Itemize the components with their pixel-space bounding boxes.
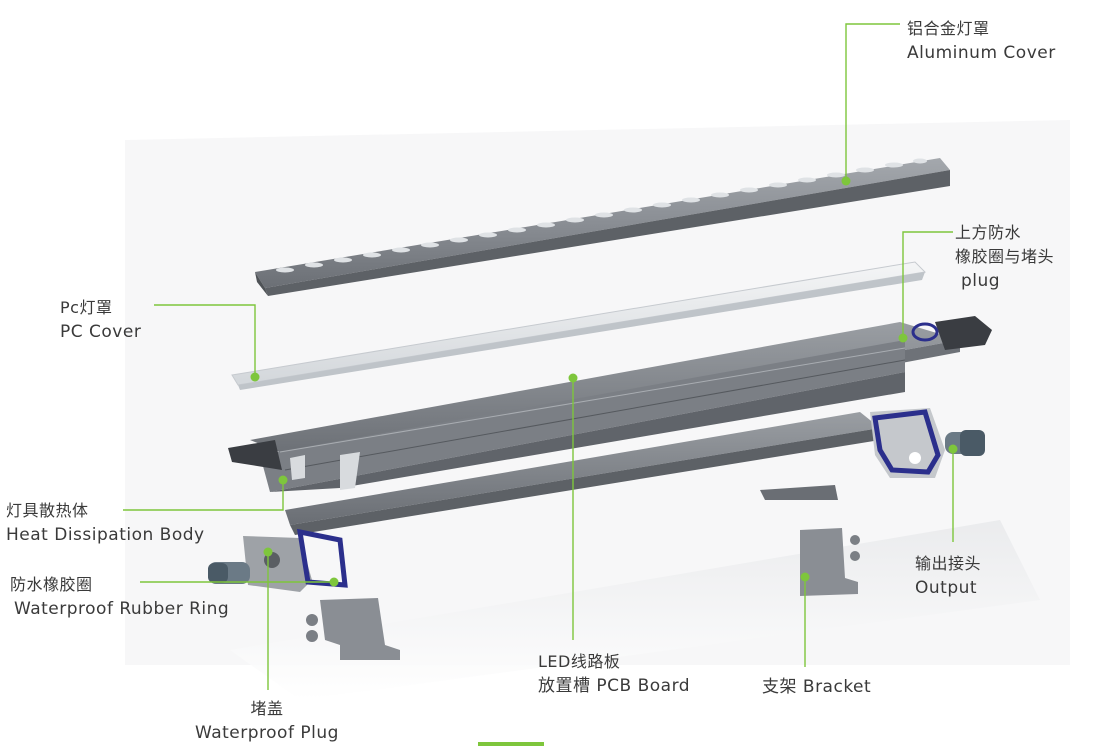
label-top-plug: 上方防水 橡胶圈与堵头 plug bbox=[955, 221, 1054, 293]
label-output: 输出接头 Output bbox=[915, 552, 981, 600]
leader-top-plug bbox=[902, 231, 953, 338]
aluminum-cover-part bbox=[255, 158, 950, 296]
label-heat-body-en: Heat Dissipation Body bbox=[6, 525, 205, 545]
label-pc-cover-zh: Pc灯罩 bbox=[60, 298, 113, 317]
label-aluminum-cover-en: Aluminum Cover bbox=[907, 43, 1056, 63]
dot-output bbox=[948, 444, 958, 454]
label-pc-cover-en: PC Cover bbox=[60, 322, 142, 342]
dot-waterproof-plug bbox=[263, 547, 273, 557]
label-top-plug-zh1: 上方防水 bbox=[955, 223, 1022, 242]
leader-aluminum-cover bbox=[845, 23, 900, 181]
label-bracket-text: 支架 Bracket bbox=[762, 677, 872, 697]
label-output-zh: 输出接头 bbox=[915, 554, 982, 573]
leader-pc-cover bbox=[154, 304, 256, 377]
label-waterproof-plug-en: Waterproof Plug bbox=[195, 723, 339, 743]
dot-top-plug bbox=[898, 333, 908, 343]
label-pcb-board-zh1: LED线路板 bbox=[538, 652, 621, 671]
label-output-en: Output bbox=[915, 578, 978, 598]
label-waterproof-plug: 堵盖 Waterproof Plug bbox=[195, 697, 339, 745]
cover-slots bbox=[276, 158, 927, 273]
label-pcb-board: LED线路板 放置槽 PCB Board bbox=[538, 650, 690, 698]
dot-rubber-ring bbox=[329, 577, 339, 587]
label-heat-body-zh: 灯具散热体 bbox=[6, 501, 89, 520]
dot-aluminum-cover bbox=[841, 176, 851, 186]
dot-pc-cover bbox=[250, 372, 260, 382]
leader-dots bbox=[250, 176, 958, 587]
heat-dissipation-body-part bbox=[228, 322, 960, 492]
label-bracket: 支架 Bracket bbox=[762, 675, 871, 699]
label-heat-body: 灯具散热体 Heat Dissipation Body bbox=[6, 499, 205, 547]
label-top-plug-zh2: 橡胶圈与堵头 bbox=[955, 247, 1055, 266]
label-aluminum-cover-zh: 铝合金灯罩 bbox=[907, 19, 990, 38]
label-pcb-board-zh2: 放置槽 PCB Board bbox=[538, 676, 691, 696]
output-endcap-part bbox=[870, 408, 985, 478]
bracket-left-part bbox=[306, 598, 400, 660]
dot-bracket bbox=[800, 572, 810, 582]
leader-lines bbox=[123, 23, 954, 690]
bracket-right-part bbox=[760, 485, 860, 596]
label-aluminum-cover: 铝合金灯罩 Aluminum Cover bbox=[907, 17, 1056, 65]
label-rubber-ring-en: Waterproof Rubber Ring bbox=[14, 599, 230, 619]
label-pc-cover: Pc灯罩 PC Cover bbox=[60, 296, 141, 344]
label-top-plug-en: plug bbox=[961, 271, 1001, 291]
label-rubber-ring: 防水橡胶圈 Waterproof Rubber Ring bbox=[10, 573, 229, 621]
label-rubber-ring-zh: 防水橡胶圈 bbox=[10, 575, 93, 594]
dot-pcb-board bbox=[568, 373, 578, 383]
leader-heat-body bbox=[123, 480, 284, 511]
accent-bar bbox=[478, 742, 544, 746]
lower-extrusion-part bbox=[285, 412, 880, 535]
top-plug-part bbox=[911, 316, 992, 350]
dot-heat-body bbox=[278, 475, 288, 485]
pc-cover-part bbox=[231, 261, 927, 390]
label-waterproof-plug-zh: 堵盖 bbox=[250, 699, 284, 718]
